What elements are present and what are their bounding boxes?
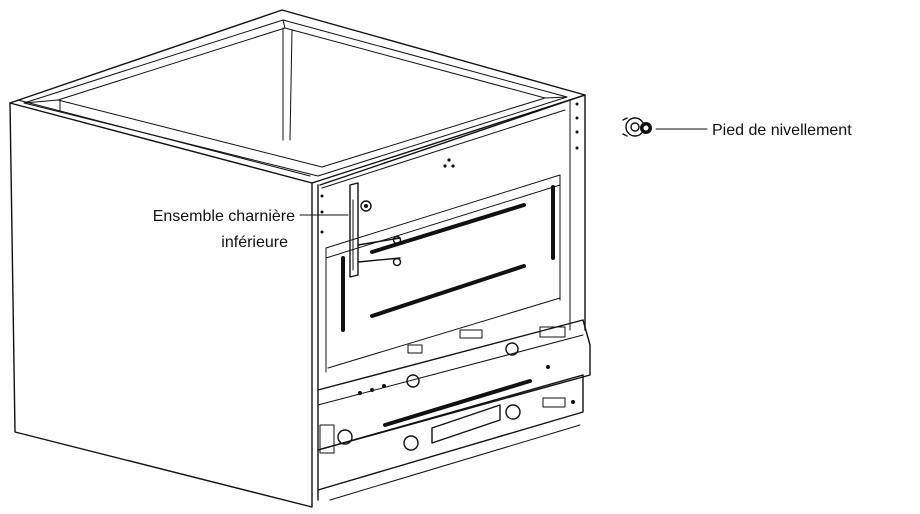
lower-hinge-label-line2: inférieure [221, 234, 288, 251]
leveling-foot-label: Pied de nivellement [712, 122, 852, 139]
cabinet-base-frame [317, 319, 591, 501]
cabinet-top-rim [9, 9, 586, 186]
lower-hinge-assembly [349, 182, 402, 278]
lower-hinge-label-line1: Ensemble charnière [153, 208, 295, 225]
cabinet-front-panel [311, 94, 586, 501]
front-panel-slots [341, 185, 555, 332]
cabinet-interior-back [59, 27, 293, 141]
leveling-foot-icon [622, 117, 652, 137]
cabinet-left-side-panel [9, 99, 313, 508]
